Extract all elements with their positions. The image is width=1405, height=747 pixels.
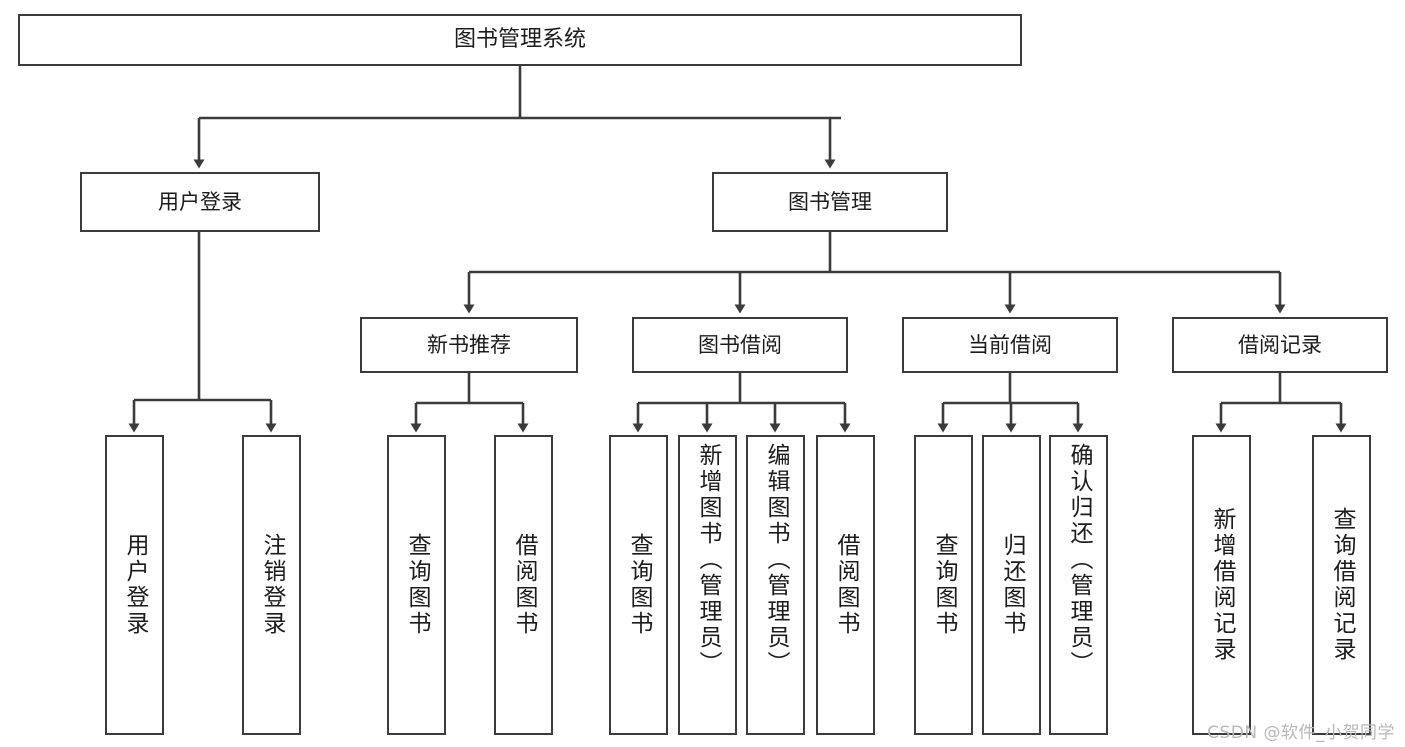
leaf-add-borrow-record[interactable]: 新增借阅记录 — [1192, 435, 1251, 735]
node-label: 新书推荐 — [427, 332, 511, 357]
watermark-text: CSDN @软件_小贺同学 — [1207, 723, 1395, 743]
node-book-management[interactable]: 图书管理 — [712, 172, 948, 232]
leaf-return-book[interactable]: 归还图书 — [982, 435, 1041, 735]
node-book-borrow[interactable]: 图书借阅 — [632, 317, 848, 373]
leaf-edit-book-admin[interactable]: 编辑图书（管理员） — [746, 435, 805, 735]
node-root-system[interactable]: 图书管理系统 — [18, 14, 1022, 66]
leaf-borrow-book-recommend[interactable]: 借阅图书 — [494, 435, 553, 735]
leaf-query-book-borrow[interactable]: 查询图书 — [609, 435, 668, 735]
leaf-add-book-admin[interactable]: 新增图书（管理员） — [678, 435, 737, 735]
node-label: 图书借阅 — [698, 332, 782, 357]
node-label: 借阅记录 — [1238, 332, 1322, 357]
leaf-user-login[interactable]: 用户登录 — [105, 435, 164, 735]
leaf-borrow-book[interactable]: 借阅图书 — [816, 435, 875, 735]
node-borrow-record[interactable]: 借阅记录 — [1172, 317, 1388, 373]
leaf-logout[interactable]: 注销登录 — [242, 435, 301, 735]
node-label: 查询图书 — [626, 533, 652, 637]
node-label: 用户登录 — [158, 189, 242, 214]
node-label: 查询图书 — [404, 533, 430, 637]
node-label: 借阅图书 — [511, 533, 537, 637]
leaf-confirm-return-admin[interactable]: 确认归还（管理员） — [1049, 435, 1108, 735]
node-label: 归还图书 — [999, 533, 1025, 637]
node-label: 当前借阅 — [968, 332, 1052, 357]
node-label: 新增借阅记录 — [1209, 507, 1235, 663]
node-label: 新增图书（管理员） — [695, 443, 721, 677]
node-current-borrow[interactable]: 当前借阅 — [902, 317, 1118, 373]
node-label: 查询图书 — [931, 533, 957, 637]
leaf-query-book-recommend[interactable]: 查询图书 — [387, 435, 446, 735]
node-user-login[interactable]: 用户登录 — [80, 172, 320, 232]
node-label: 用户登录 — [122, 533, 148, 637]
node-label: 编辑图书（管理员） — [763, 443, 789, 677]
node-label: 查询借阅记录 — [1329, 507, 1355, 663]
leaf-query-book-current[interactable]: 查询图书 — [914, 435, 973, 735]
node-label: 确认归还（管理员） — [1066, 443, 1092, 677]
node-label: 图书管理系统 — [453, 27, 586, 53]
node-label: 图书管理 — [788, 189, 872, 214]
node-label: 借阅图书 — [833, 533, 859, 637]
node-new-book-recommend[interactable]: 新书推荐 — [360, 317, 578, 373]
leaf-query-borrow-record[interactable]: 查询借阅记录 — [1312, 435, 1371, 735]
node-label: 注销登录 — [259, 533, 285, 637]
